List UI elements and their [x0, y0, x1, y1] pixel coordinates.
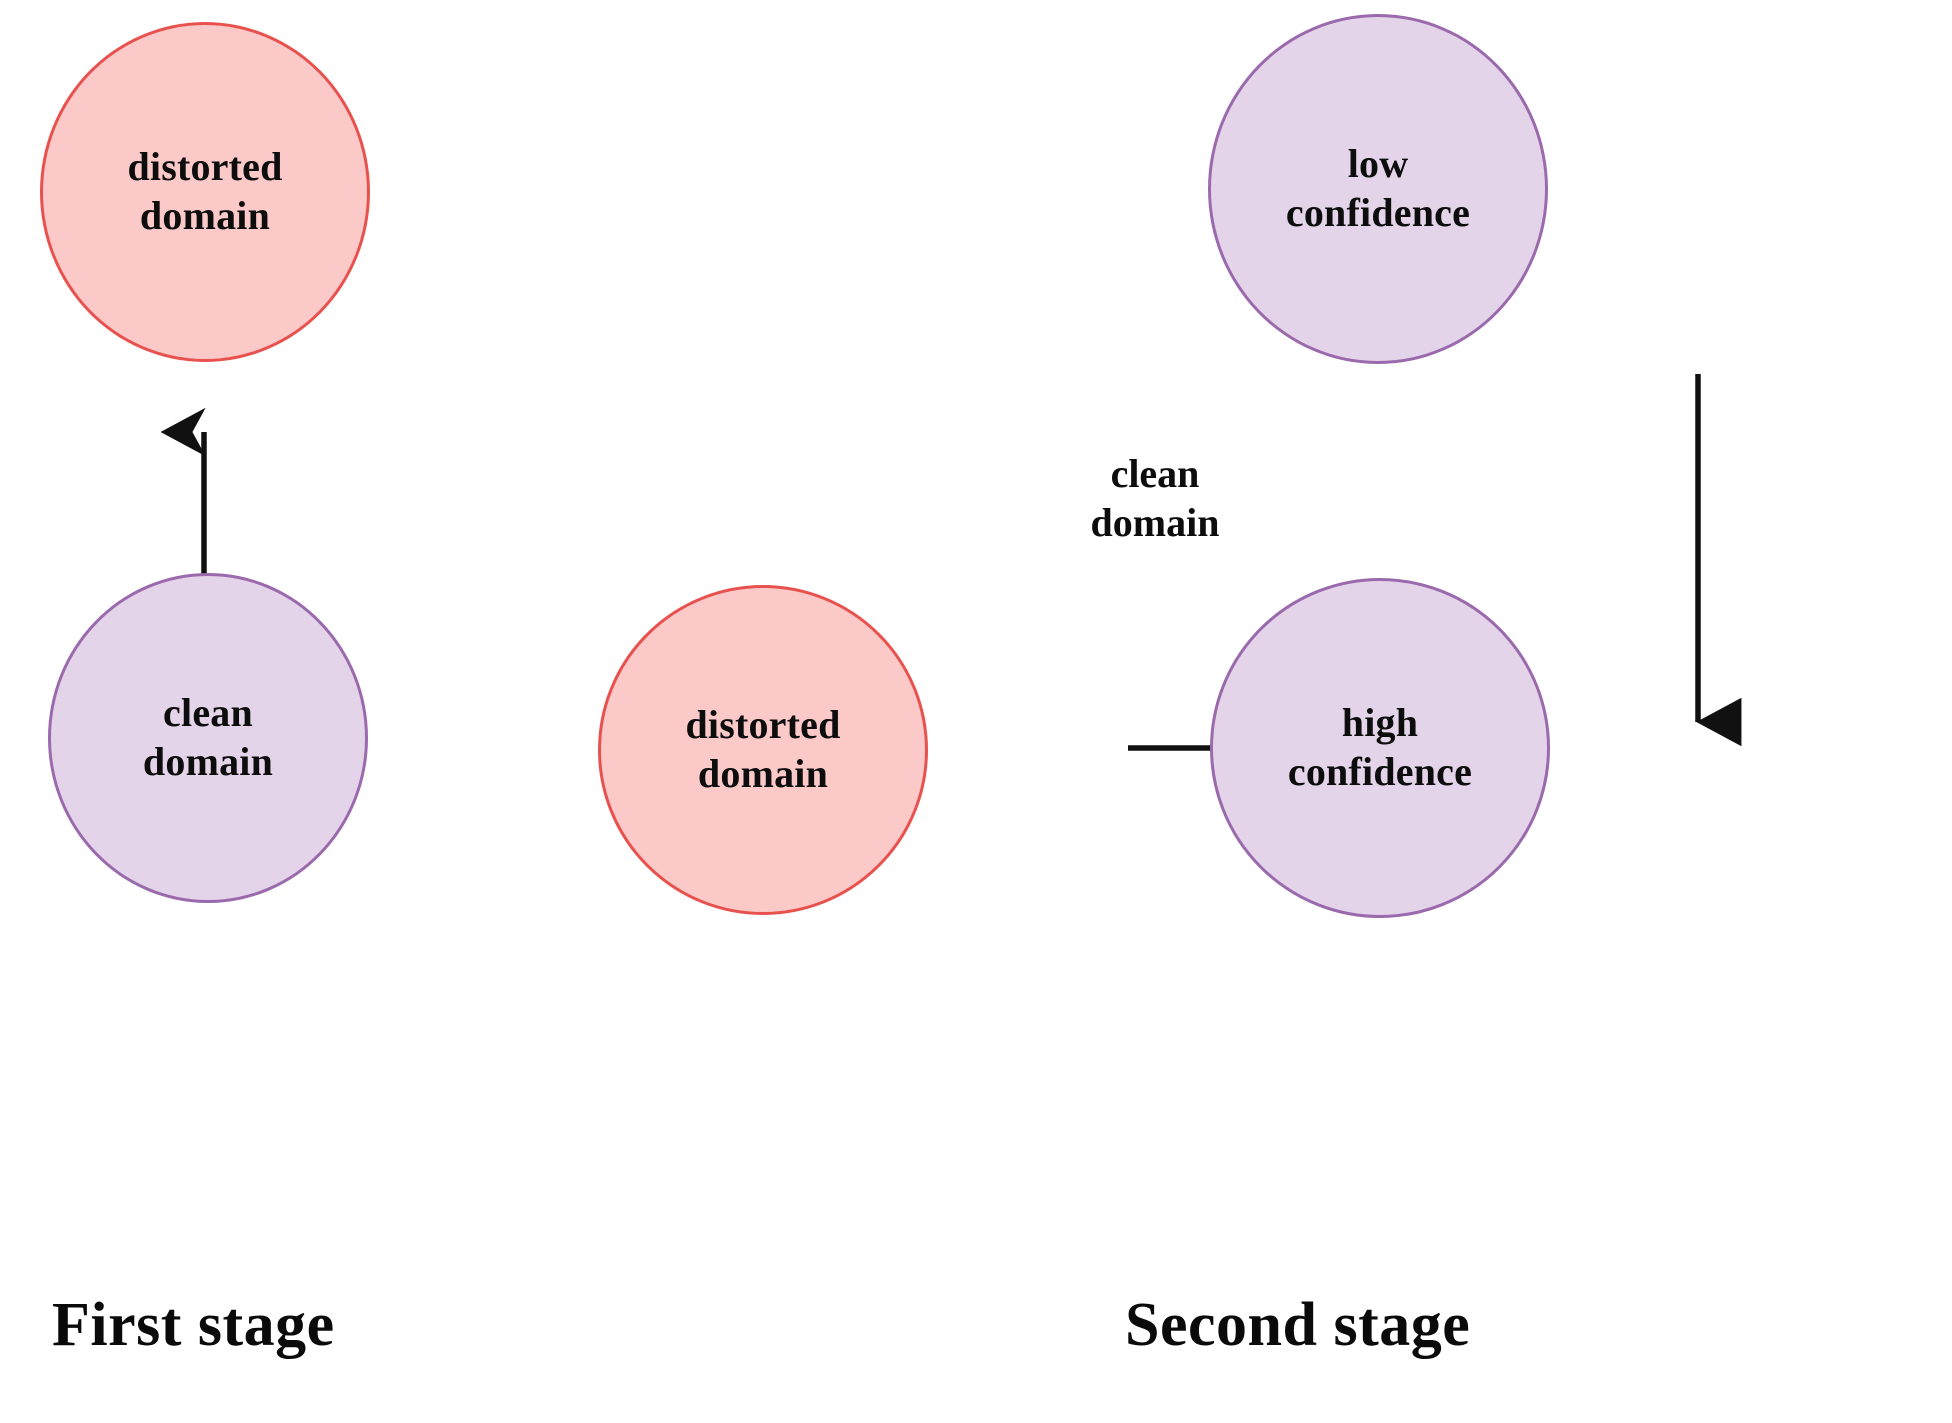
- stage-caption-second: Second stage: [1125, 1291, 1471, 1359]
- node-high-confidence[interactable]: high confidence: [1210, 578, 1550, 918]
- node-distorted-domain-first-stage[interactable]: distorted domain: [40, 22, 370, 362]
- node-low-confidence[interactable]: low confidence: [1208, 14, 1548, 364]
- node-distorted-domain-second-stage[interactable]: distorted domain: [598, 585, 928, 915]
- edge-label-clean-domain: clean domain: [1090, 451, 1220, 545]
- node-label: distorted domain: [127, 144, 283, 238]
- node-label: clean domain: [142, 690, 274, 784]
- node-label: low confidence: [1285, 141, 1471, 235]
- stage-caption-first: First stage: [52, 1291, 335, 1359]
- node-label: high confidence: [1287, 700, 1473, 794]
- node-clean-domain-first-stage[interactable]: clean domain: [48, 573, 368, 903]
- node-label: distorted domain: [685, 702, 841, 796]
